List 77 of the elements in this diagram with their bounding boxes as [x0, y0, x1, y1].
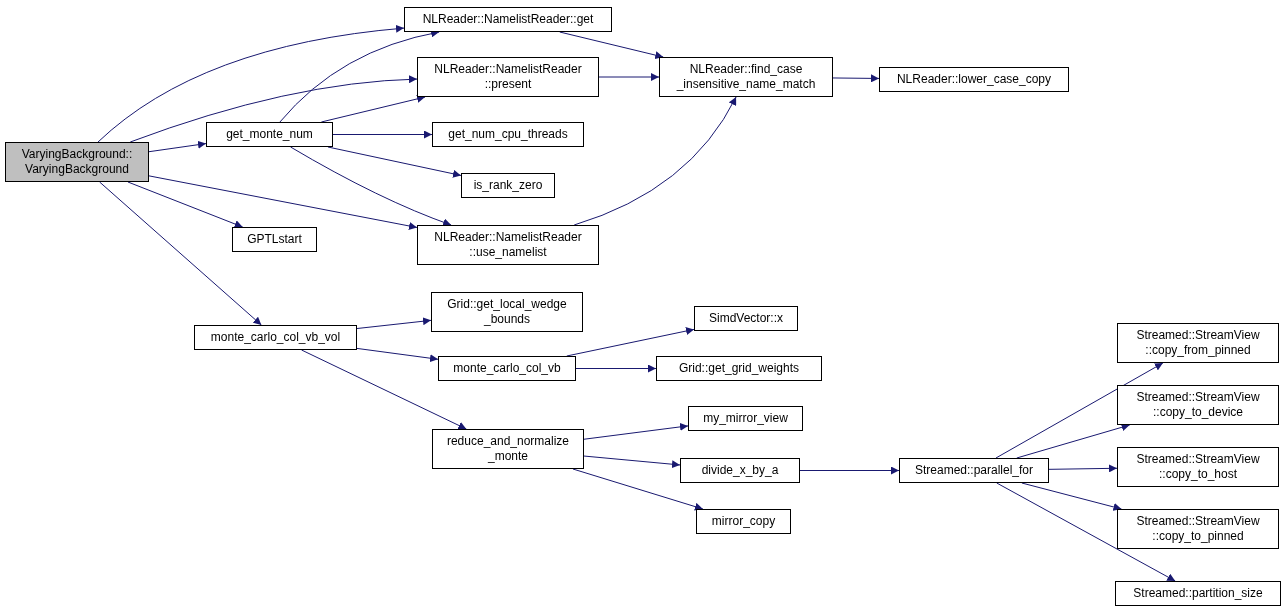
function-box	[194, 325, 357, 350]
call-arrow	[129, 75, 418, 143]
function-name: NLReader::NamelistReader ::use_namelist	[433, 230, 583, 260]
call-arrow	[583, 422, 689, 440]
function-box	[432, 122, 584, 147]
function-name: mirror_copy	[711, 514, 776, 529]
function-name: reduce_and_normalize _monte	[445, 434, 571, 464]
call-arrow	[1021, 482, 1122, 511]
function-name: Grid::get_local_wedge _bounds	[446, 297, 568, 327]
call-arrow	[1048, 464, 1118, 473]
call-arrow	[127, 181, 244, 228]
call-arrow	[148, 175, 418, 230]
call-arrow	[583, 455, 681, 469]
function-box	[680, 458, 800, 483]
function-name: NLReader::NamelistReader ::present	[433, 62, 583, 92]
function-name: monte_carlo_col_vb	[453, 361, 561, 376]
function-box	[1115, 581, 1281, 606]
highlighted-function-box	[5, 142, 149, 182]
function-box	[899, 458, 1049, 483]
function-name: is_rank_zero	[473, 178, 543, 193]
call-arrow	[598, 73, 660, 81]
function-box	[404, 7, 612, 32]
function-box	[656, 356, 822, 381]
function-name: GPTLstart	[247, 232, 302, 247]
function-name: my_mirror_view	[703, 411, 788, 426]
function-box	[438, 356, 576, 381]
call-arrow	[356, 347, 439, 363]
function-name: NLReader::find_case _insensitive_name_match	[675, 62, 817, 92]
function-box	[688, 406, 803, 431]
function-name: Streamed::StreamView ::copy_to_pinned	[1135, 514, 1261, 544]
function-name: divide_x_by_a	[701, 463, 779, 478]
function-name: NLReader::NamelistReader::get	[422, 12, 594, 27]
function-box	[1117, 323, 1279, 363]
function-name: Streamed::StreamView ::copy_from_pinned	[1135, 328, 1261, 358]
call-arrow	[575, 364, 657, 373]
function-name: Streamed::StreamView ::copy_to_host	[1135, 452, 1261, 482]
call-arrow	[566, 327, 695, 357]
function-box	[417, 57, 599, 97]
call-arrow	[332, 130, 433, 139]
function-box	[417, 225, 599, 265]
function-box	[1117, 385, 1279, 425]
function-box	[461, 173, 555, 198]
call-arrow	[327, 146, 462, 178]
function-box	[206, 122, 333, 147]
call-arrow	[290, 146, 452, 226]
call-arrow	[1016, 423, 1131, 459]
function-name: Grid::get_grid_weights	[678, 361, 800, 376]
function-box	[879, 67, 1069, 92]
function-box	[696, 509, 791, 534]
function-name: Streamed::parallel_for	[914, 463, 1034, 478]
function-box	[1117, 447, 1279, 487]
function-name: get_num_cpu_threads	[448, 127, 568, 142]
function-name: Streamed::partition_size	[1133, 586, 1263, 601]
function-name: SimdVector::x	[709, 311, 783, 326]
function-name: get_monte_num	[226, 127, 313, 142]
function-name: Streamed::StreamView ::copy_to_device	[1135, 390, 1261, 420]
call-arrow	[356, 317, 432, 329]
call-arrow	[301, 349, 467, 430]
call-arrow	[573, 96, 737, 226]
function-name: monte_carlo_col_vb_vol	[210, 330, 341, 345]
function-box	[659, 57, 833, 97]
function-name: VaryingBackground:: VaryingBackground	[20, 147, 134, 177]
call-arrow	[99, 181, 262, 326]
call-arrow	[996, 482, 1176, 582]
function-box	[432, 429, 584, 469]
function-name: NLReader::lower_case_copy	[896, 72, 1052, 87]
function-box	[1117, 509, 1279, 549]
call-arrow	[832, 74, 880, 83]
function-box	[232, 227, 317, 252]
call-arrow	[995, 362, 1164, 459]
call-arrow	[148, 140, 207, 153]
call-arrow	[799, 466, 900, 475]
function-box	[431, 292, 583, 332]
call-arrow	[559, 31, 664, 59]
function-box	[694, 306, 798, 331]
call-arrow	[572, 468, 704, 511]
call-arrow	[97, 24, 405, 143]
